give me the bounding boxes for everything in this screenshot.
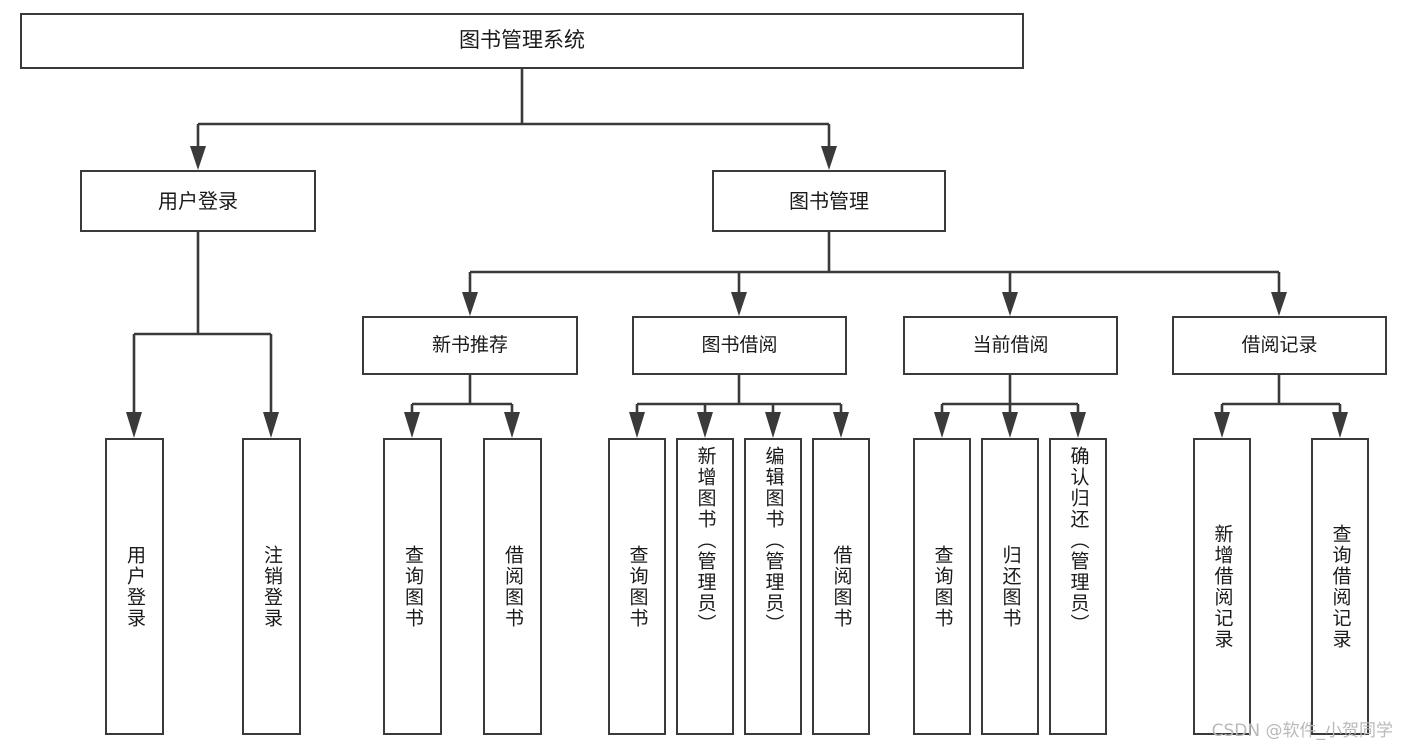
node-book-management-label: 图书管理 [789,189,869,213]
arrowhead-leaf-borrow-records-2 [1332,412,1348,438]
arrowhead-leaf-user-login-1 [126,412,142,438]
leaf-borrow-records-add-record-label: 新增借阅记录 [1211,523,1234,650]
arrowhead-leaf-user-login-2 [263,412,279,438]
leaf-book-borrow-borrow-book-label: 借阅图书 [830,544,853,629]
node-user-login[interactable]: 用户登录 [80,170,316,232]
leaf-book-borrow-add-book-admin[interactable]: 新增图书（管理员） [676,438,734,735]
arrowhead-book-mgmt [821,146,837,170]
leaf-book-borrow-query-book-label: 查询图书 [626,544,649,629]
node-borrow-records[interactable]: 借阅记录 [1172,316,1387,375]
node-book-management[interactable]: 图书管理 [712,170,946,232]
arrowhead-leaf-current-borrow-1 [934,412,950,438]
leaf-book-borrow-add-book-admin-label: 新增图书（管理员） [694,446,717,635]
arrowhead-leaf-book-borrow-4 [833,412,849,438]
arrowhead-current-borrow [1002,292,1018,316]
arrowhead-borrow-records [1271,292,1287,316]
leaf-book-borrow-query-book[interactable]: 查询图书 [608,438,666,735]
leaf-borrow-records-query-record-label: 查询借阅记录 [1329,523,1352,650]
leaf-user-login-login-label: 用户登录 [124,544,146,629]
arrowhead-leaf-borrow-records-1 [1214,412,1230,438]
node-new-book-recommend[interactable]: 新书推荐 [362,316,578,375]
arrowhead-leaf-book-borrow-1 [629,412,645,438]
node-root-label: 图书管理系统 [459,28,585,53]
node-user-login-label: 用户登录 [158,189,238,213]
leaf-user-login-logout[interactable]: 注销登录 [242,438,301,735]
arrowhead-leaf-book-borrow-3 [765,412,781,438]
arrowhead-leaf-book-borrow-2 [697,412,713,438]
node-book-borrow-label: 图书借阅 [701,334,778,357]
leaf-new-book-query-book-label: 查询图书 [402,544,424,629]
node-current-borrow-label: 当前借阅 [972,334,1049,357]
arrowhead-leaf-current-borrow-2 [1002,412,1018,438]
leaf-new-book-borrow-book-label: 借阅图书 [502,544,524,629]
leaf-book-borrow-edit-book-admin[interactable]: 编辑图书（管理员） [744,438,802,735]
leaf-current-borrow-return-book-label: 归还图书 [999,544,1022,629]
leaf-current-borrow-confirm-return-admin-label: 确认归还（管理员） [1067,446,1090,635]
arrowhead-leaf-new-book-2 [504,412,520,438]
leaf-current-borrow-confirm-return-admin[interactable]: 确认归还（管理员） [1049,438,1107,735]
node-book-borrow[interactable]: 图书借阅 [632,316,847,375]
leaf-new-book-query-book[interactable]: 查询图书 [383,438,442,735]
arrowhead-leaf-new-book-1 [404,412,420,438]
leaf-user-login-login[interactable]: 用户登录 [105,438,164,735]
leaf-book-borrow-borrow-book[interactable]: 借阅图书 [812,438,870,735]
leaf-borrow-records-query-record[interactable]: 查询借阅记录 [1311,438,1369,735]
csdn-watermark: CSDN @软件_小贺同学 [1211,721,1393,741]
leaf-book-borrow-edit-book-admin-label: 编辑图书（管理员） [762,446,785,635]
leaf-borrow-records-add-record[interactable]: 新增借阅记录 [1193,438,1251,735]
leaf-current-borrow-return-book[interactable]: 归还图书 [981,438,1039,735]
node-current-borrow[interactable]: 当前借阅 [903,316,1118,375]
arrowhead-new-book [462,292,478,316]
leaf-user-login-logout-label: 注销登录 [261,544,283,629]
node-borrow-records-label: 借阅记录 [1241,334,1318,357]
arrowhead-user-login [190,146,206,170]
arrowhead-book-borrow [731,292,747,316]
leaf-current-borrow-query-book-label: 查询图书 [931,544,954,629]
leaf-new-book-borrow-book[interactable]: 借阅图书 [483,438,542,735]
node-new-book-recommend-label: 新书推荐 [431,334,508,357]
arrowhead-leaf-current-borrow-3 [1070,412,1086,438]
node-root-book-management-system[interactable]: 图书管理系统 [20,13,1024,69]
leaf-current-borrow-query-book[interactable]: 查询图书 [913,438,971,735]
